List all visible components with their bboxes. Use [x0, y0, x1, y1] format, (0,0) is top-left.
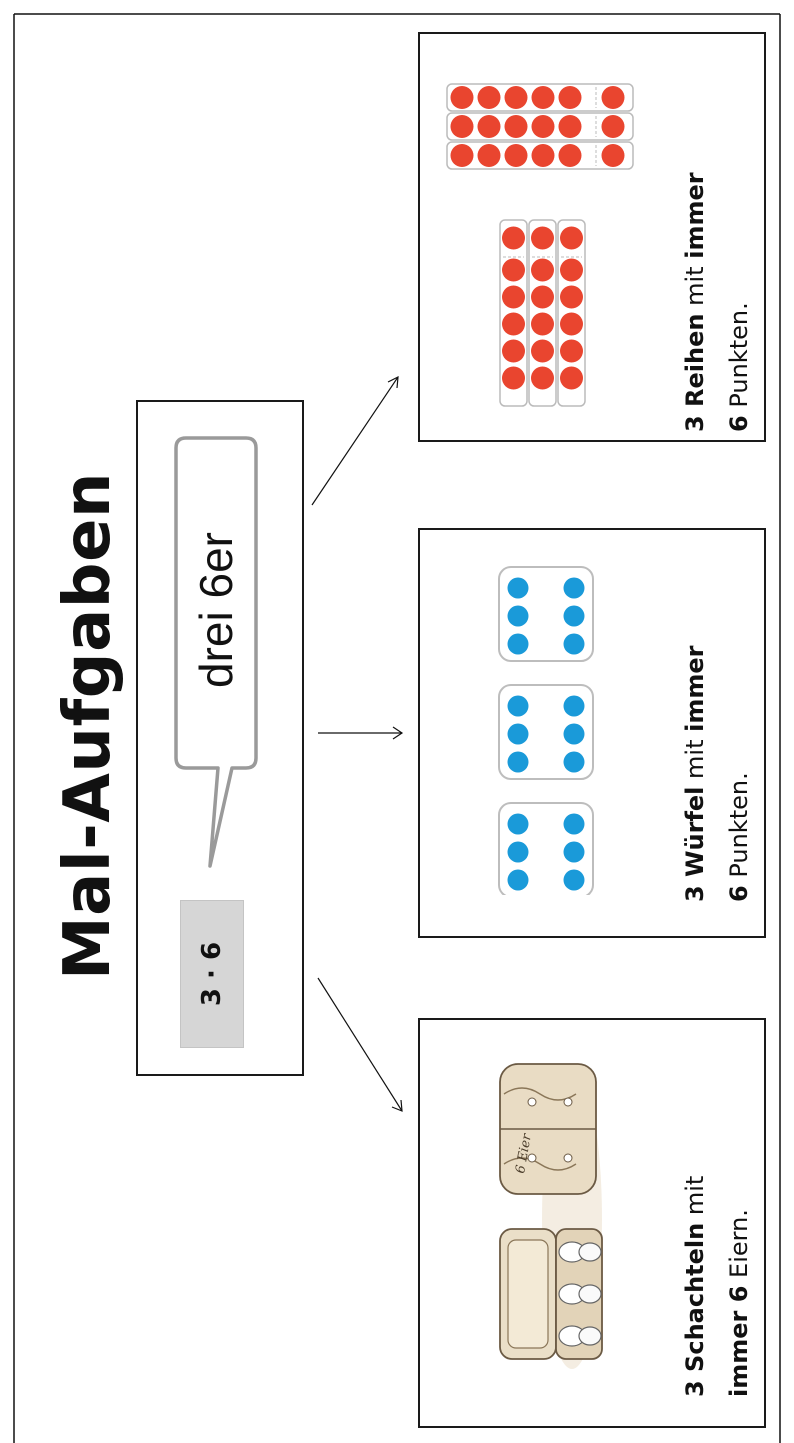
red-dot: [502, 339, 525, 363]
blue-pip: [507, 633, 529, 655]
speech-bubble-text: drei 6er: [190, 532, 242, 688]
blue-pip: [563, 841, 585, 863]
red-dot: [531, 226, 554, 250]
caption-dice-bold3: 6: [725, 885, 753, 902]
red-dot: [560, 366, 583, 390]
caption-dice-bold1: 3 Würfel: [681, 786, 709, 902]
red-dot: [560, 226, 583, 250]
red-dot: [531, 115, 555, 138]
red-dot: [450, 115, 474, 138]
red-dot: [502, 366, 525, 390]
red-dot: [450, 144, 474, 167]
red-dot: [531, 339, 554, 363]
red-dot: [531, 144, 555, 167]
red-dot: [558, 115, 582, 138]
closed-egg-boxes: [499, 1063, 597, 1195]
red-dot: [601, 144, 625, 167]
arrow-to-rows: [311, 375, 399, 506]
arrow-to-boxes: [317, 977, 403, 1112]
caption-rows-bold3: 6: [725, 415, 753, 432]
red-dot: [502, 312, 525, 336]
red-dot: [560, 258, 583, 282]
red-dot: [601, 115, 625, 138]
blue-pip: [507, 841, 529, 863]
red-dot: [477, 86, 501, 109]
equation-text: 3 · 6: [197, 941, 227, 1007]
blue-pip: [507, 869, 529, 891]
red-dot: [450, 86, 474, 109]
blue-pip: [507, 723, 529, 745]
caption-dice-text1: mit: [681, 731, 709, 787]
caption-rows-text2: Punkten.: [725, 302, 753, 416]
caption-egg-boxes-text1: mit: [681, 1175, 709, 1223]
blue-pip: [563, 723, 585, 745]
blue-pip: [507, 577, 529, 599]
red-dot: [531, 258, 554, 282]
red-dot: [504, 144, 528, 167]
red-dot: [531, 285, 554, 309]
caption-dice-bold2: immer: [681, 645, 709, 732]
caption-dice: 3 Würfel mit immer 6 Punkten.: [673, 562, 761, 902]
red-dot: [502, 226, 525, 250]
red-dot: [504, 86, 528, 109]
blue-pip: [563, 577, 585, 599]
red-dot: [477, 144, 501, 167]
caption-egg-boxes-bold1: 3 Schachteln: [681, 1222, 709, 1397]
blue-pip: [507, 751, 529, 773]
caption-rows: 3 Reihen mit immer 6 Punkten.: [673, 92, 761, 432]
blue-pip: [507, 605, 529, 627]
blue-pip: [563, 751, 585, 773]
speech-bubble: [174, 436, 258, 868]
red-dot: [558, 86, 582, 109]
caption-egg-boxes: 3 Schachteln mit immer 6 Eiern.: [673, 1057, 761, 1397]
red-dot: [558, 144, 582, 167]
caption-dice-text2: Punkten.: [725, 772, 753, 886]
red-dot: [560, 312, 583, 336]
open-egg-box: [499, 1228, 603, 1360]
red-dot: [531, 366, 554, 390]
red-dot: [560, 285, 583, 309]
caption-egg-boxes-bold2: immer 6: [725, 1285, 753, 1397]
blue-pip: [507, 695, 529, 717]
blue-pip: [507, 813, 529, 835]
blue-pip: [563, 633, 585, 655]
blue-pip: [563, 695, 585, 717]
page-title: Mal-Aufgaben: [51, 471, 125, 980]
caption-rows-bold1: 3 Reihen: [681, 313, 709, 433]
equation-box: [180, 900, 244, 1048]
blue-pip: [563, 869, 585, 891]
red-dot: [502, 285, 525, 309]
dot-strips-vertical: [499, 219, 586, 407]
arrow-to-dice: [318, 726, 404, 740]
caption-rows-text1: mit: [681, 258, 709, 314]
caption-egg-boxes-text2: Eiern.: [725, 1209, 753, 1286]
blue-pip: [563, 813, 585, 835]
red-dot: [504, 115, 528, 138]
egg-box-label: 6 Eier: [513, 1132, 535, 1175]
egg-boxes-illustration: 6 Eier: [499, 1063, 603, 1369]
red-dot: [601, 86, 625, 109]
caption-rows-bold2: immer: [681, 172, 709, 259]
red-dot: [531, 312, 554, 336]
blue-pip: [563, 605, 585, 627]
red-dot: [531, 86, 555, 109]
red-dot: [477, 115, 501, 138]
red-dot: [502, 258, 525, 282]
red-dot: [560, 339, 583, 363]
dice-group: [498, 566, 594, 895]
dot-strips-horizontal: [446, 83, 634, 170]
